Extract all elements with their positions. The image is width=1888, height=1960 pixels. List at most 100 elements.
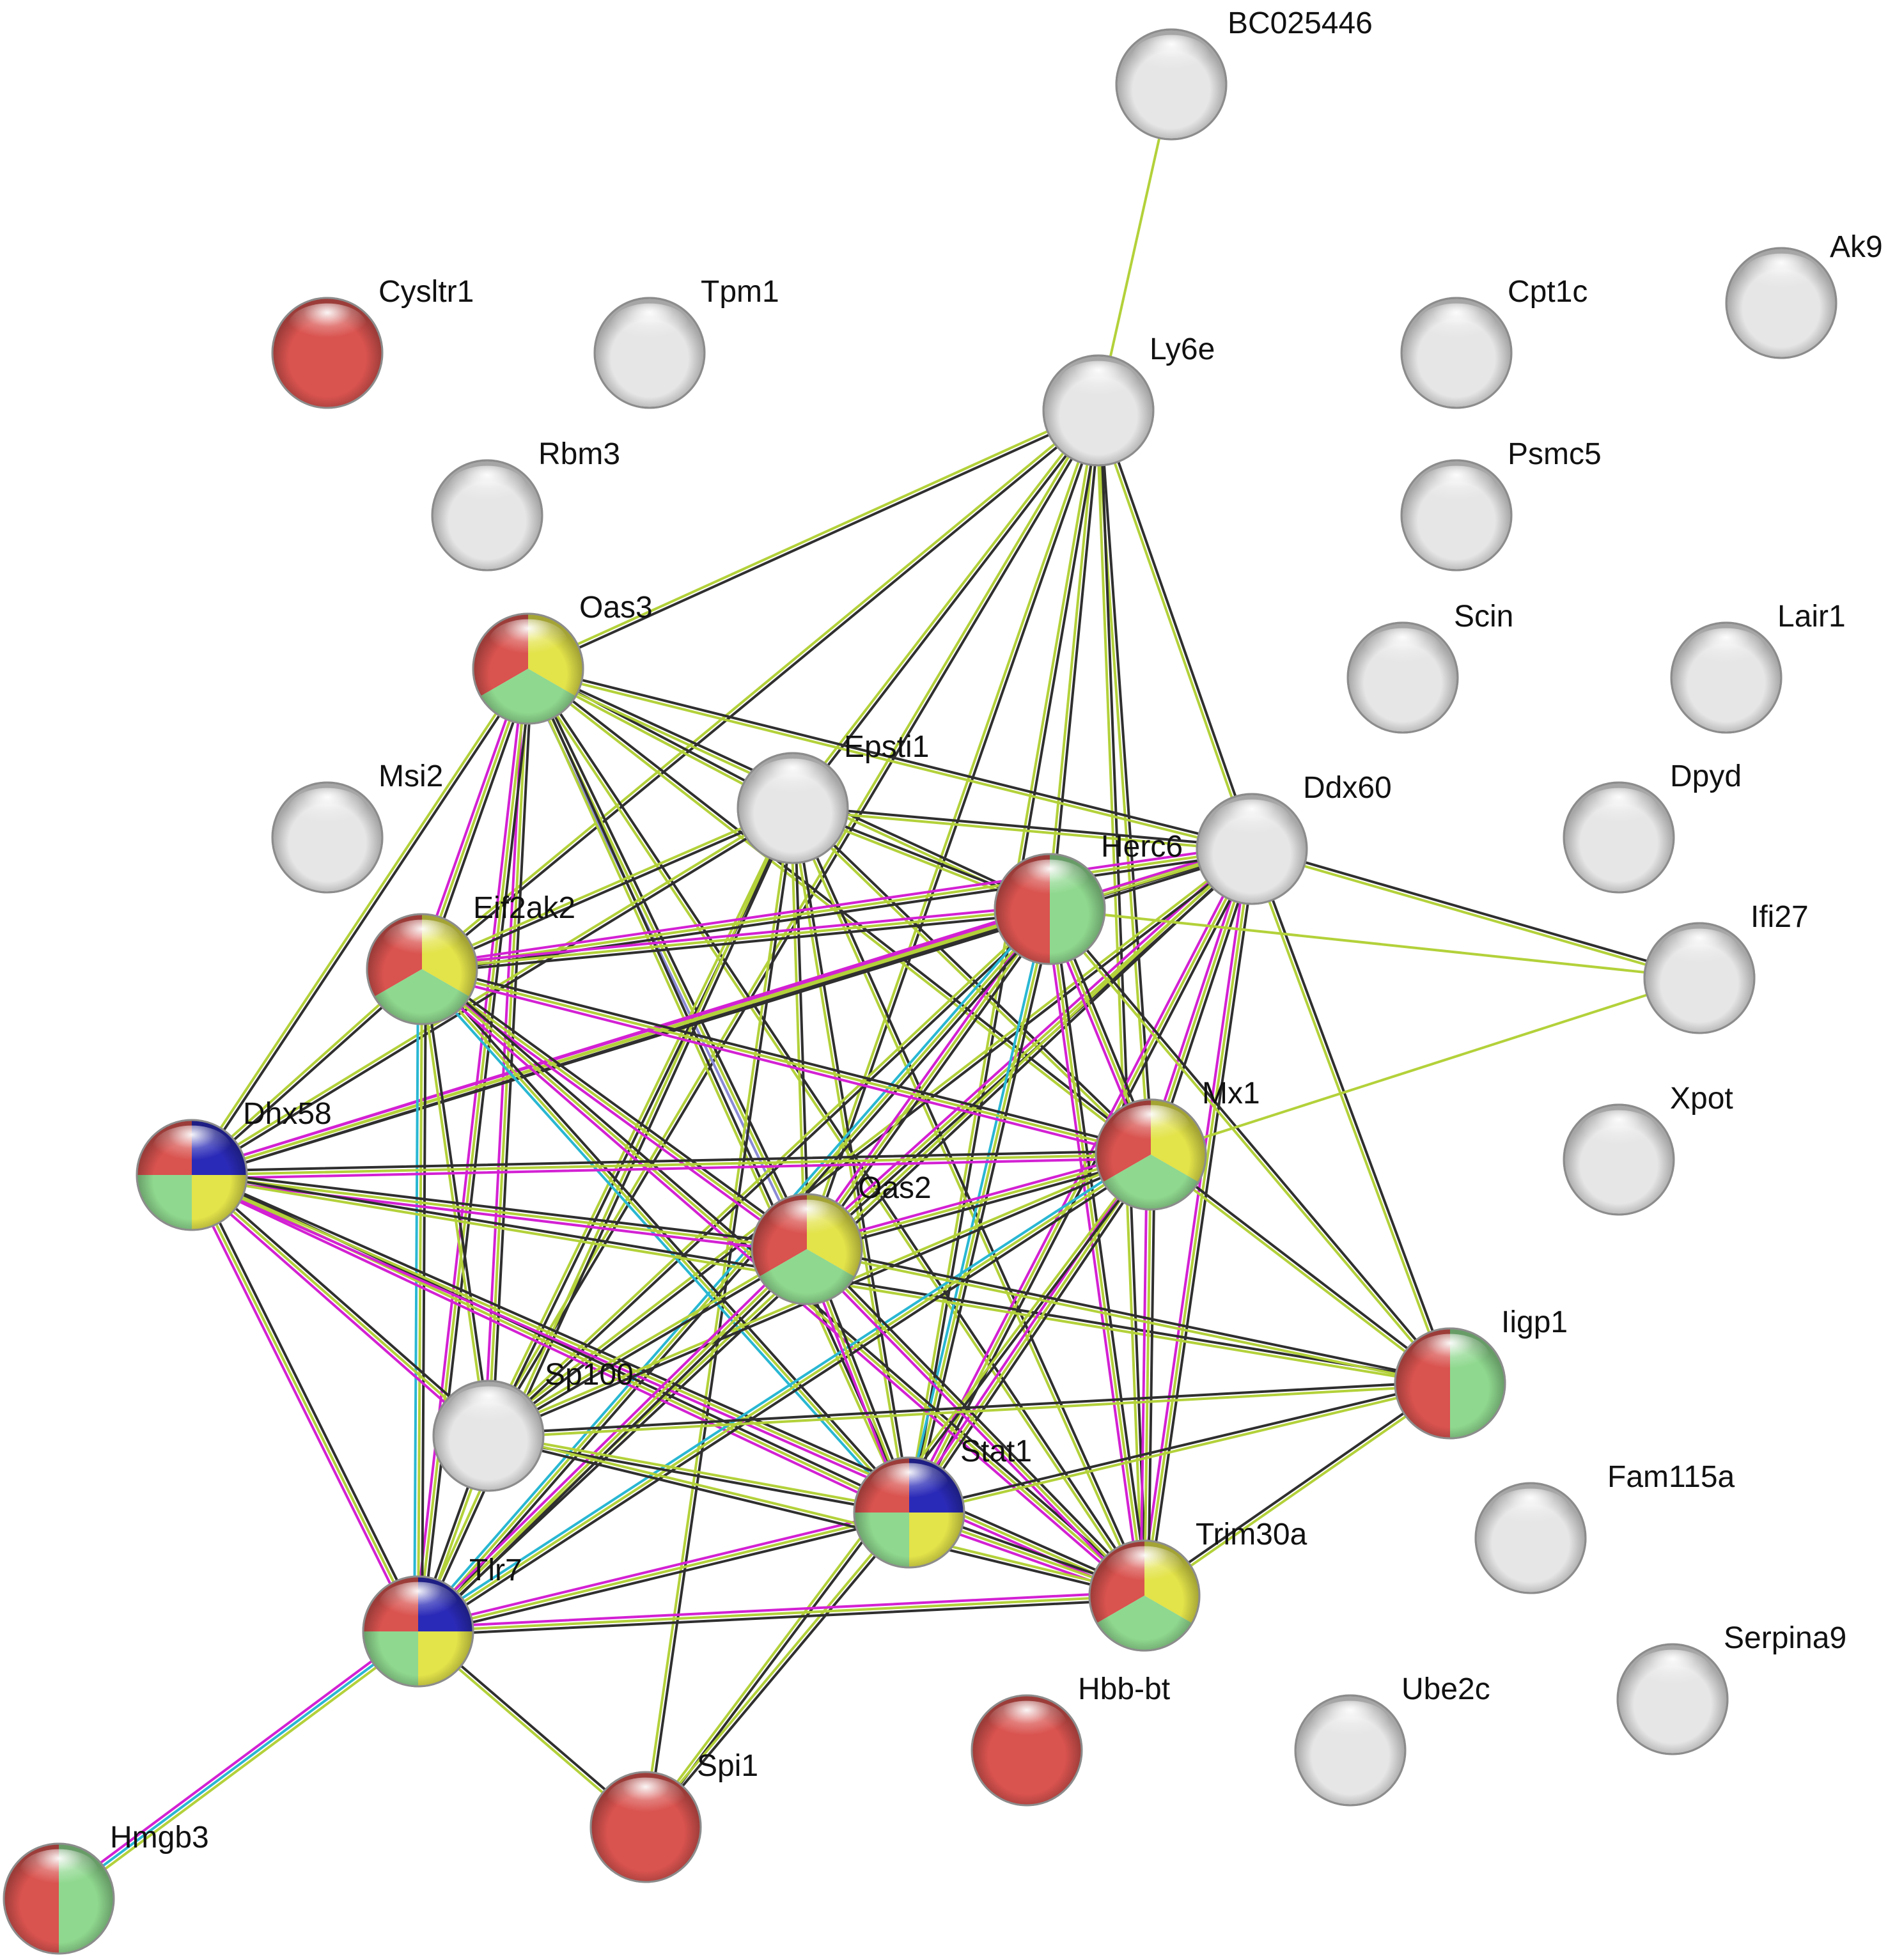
edge-ddx60-ifi27	[1250, 846, 1701, 981]
edge-oas3-stat1	[525, 666, 912, 1515]
edge-ly6e-ddx60	[1095, 408, 1255, 851]
node-rbm3[interactable]: Rbm3	[431, 437, 620, 572]
node-ak9[interactable]: Ak9	[1725, 230, 1883, 359]
node-label-ly6e: Ly6e	[1150, 332, 1215, 366]
node-outline	[472, 612, 584, 725]
node-label-hmgb3: Hmgb3	[110, 1821, 209, 1855]
node-cpt1c[interactable]: Cpt1c	[1400, 275, 1588, 409]
edge-line-magenta	[420, 904, 1051, 967]
edge-line-black	[488, 909, 1053, 1439]
node-psmc5[interactable]: Psmc5	[1400, 437, 1602, 572]
edge-line-lime	[421, 968, 910, 1514]
edge-line-lime	[191, 1174, 490, 1437]
edge-line-lime	[526, 407, 1099, 669]
node-xpot[interactable]: Xpot	[1563, 1082, 1733, 1216]
edge-line-magenta	[413, 667, 526, 1633]
edge-line-black	[191, 808, 795, 1178]
edge-line-black	[646, 807, 796, 1829]
node-gloss-highlight	[767, 1199, 846, 1246]
edge-line-black	[909, 409, 1102, 1514]
node-herc6[interactable]: Herc6	[994, 830, 1183, 965]
node-tlr7[interactable]: Tlr7	[362, 1553, 522, 1688]
node-bc025446[interactable]: BC025446	[1115, 6, 1373, 141]
node-outline	[271, 781, 384, 894]
node-iigp1[interactable]: Iigp1	[1394, 1305, 1568, 1440]
edge-line-lime	[806, 1153, 1152, 1250]
node-label-oas3: Oas3	[579, 591, 653, 625]
edge-oas3-tlr7	[413, 667, 533, 1633]
node-gloss-highlight	[449, 1386, 528, 1433]
edge-line-lime	[1144, 1383, 1453, 1599]
edge-line-cyan	[413, 967, 420, 1633]
node-dhx58[interactable]: Dhx58	[136, 1097, 332, 1231]
node-ddx60[interactable]: Ddx60	[1196, 771, 1392, 905]
edge-line-lime	[421, 968, 1152, 1156]
node-label-fam115a: Fam115a	[1607, 1460, 1735, 1494]
node-outline	[593, 297, 706, 409]
node-label-cysltr1: Cysltr1	[378, 275, 474, 309]
node-gloss-highlight	[1491, 1488, 1570, 1535]
edge-line-black	[1050, 409, 1102, 911]
node-spi1[interactable]: Spi1	[589, 1749, 758, 1883]
edge-line-magenta	[187, 1175, 416, 1635]
node-trim30a[interactable]: Trim30a	[1088, 1518, 1307, 1652]
edge-oas3-trim30a	[525, 666, 1148, 1598]
node-hbb-bt[interactable]: Hbb-bt	[971, 1672, 1170, 1807]
node-ube2c[interactable]: Ube2c	[1294, 1672, 1490, 1807]
node-oas3[interactable]: Oas3	[472, 591, 653, 725]
edge-line-black	[1142, 1380, 1451, 1596]
node-label-tlr7: Tlr7	[469, 1553, 522, 1587]
node-gloss-highlight	[606, 1777, 685, 1824]
node-gloss-highlight	[378, 1582, 458, 1628]
node-ifi27[interactable]: Ifi27	[1643, 900, 1809, 1034]
edge-line-black	[910, 1155, 1155, 1516]
edge-line-magenta	[1045, 908, 1143, 1598]
node-label-xpot: Xpot	[1670, 1082, 1733, 1116]
node-sp100[interactable]: Sp100	[432, 1358, 634, 1492]
node-scin[interactable]: Scin	[1346, 600, 1513, 734]
node-hmgb3[interactable]: Hmgb3	[3, 1821, 209, 1955]
node-fam115a[interactable]: Fam115a	[1474, 1460, 1735, 1594]
node-label-dpyd: Dpyd	[1670, 759, 1742, 793]
edge-line-black	[1052, 907, 1150, 1597]
node-gloss-highlight	[753, 758, 832, 805]
node-ly6e[interactable]: Ly6e	[1042, 332, 1215, 467]
node-dpyd[interactable]: Dpyd	[1563, 759, 1742, 894]
node-outline	[994, 853, 1106, 965]
edge-line-lime	[421, 908, 1051, 970]
node-outline	[1346, 621, 1459, 734]
edge-line-lime	[526, 669, 1253, 852]
node-eif2ak2[interactable]: Eif2ak2	[366, 891, 575, 1025]
edge-line-lime	[191, 1174, 808, 1250]
edge-ly6e-oas3	[526, 407, 1101, 672]
node-serpina9[interactable]: Serpina9	[1616, 1621, 1846, 1755]
edge-line-lime	[908, 1383, 1452, 1516]
node-oas2[interactable]: Oas2	[751, 1171, 932, 1305]
edge-herc6-iigp1	[1047, 906, 1453, 1386]
node-epsti1[interactable]: Epsti1	[737, 730, 929, 864]
edge-tlr7-hmgb3	[55, 1627, 422, 1903]
edge-line-cyan	[414, 905, 1049, 1631]
edge-line-cyan	[414, 1149, 1150, 1629]
node-outline	[1670, 621, 1783, 734]
node-label-oas2: Oas2	[858, 1171, 932, 1205]
node-cysltr1[interactable]: Cysltr1	[271, 275, 474, 409]
edge-line-lime	[790, 408, 1098, 809]
node-lair1[interactable]: Lair1	[1670, 600, 1846, 734]
node-tpm1[interactable]: Tpm1	[593, 275, 779, 409]
edge-line-black	[423, 965, 811, 1248]
node-mx1[interactable]: Mx1	[1095, 1077, 1260, 1211]
node-label-scin: Scin	[1454, 600, 1513, 634]
node-gloss-highlight	[1212, 799, 1291, 846]
node-label-spi1: Spi1	[697, 1749, 758, 1783]
edge-line-black	[488, 1249, 809, 1439]
edge-line-black	[1050, 906, 1453, 1384]
edge-line-lime	[417, 1153, 1152, 1633]
node-gloss-highlight	[288, 788, 367, 834]
node-label-dhx58: Dhx58	[243, 1097, 332, 1131]
node-msi2[interactable]: Msi2	[271, 759, 443, 894]
node-stat1[interactable]: Stat1	[853, 1435, 1032, 1569]
node-gloss-highlight	[1132, 35, 1211, 81]
edge-stat1-tlr7	[416, 1507, 912, 1637]
edge-line-black	[808, 1245, 1149, 1594]
